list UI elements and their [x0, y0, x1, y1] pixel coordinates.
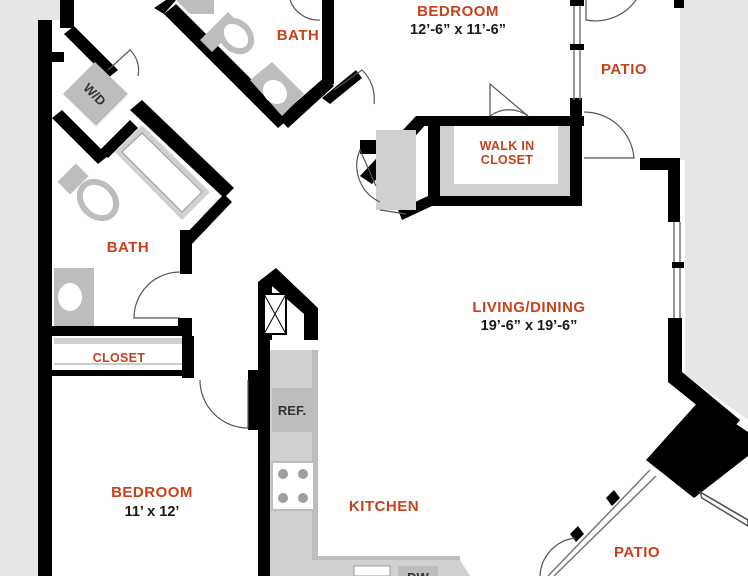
bath-top-name: BATH	[277, 27, 320, 44]
burner-4	[298, 493, 308, 503]
walk-in-closet-line1: WALK IN	[480, 139, 535, 153]
dishwasher-label: DW	[407, 570, 429, 576]
walk-in-closet-right-wall	[570, 98, 582, 206]
walk-in-closet-top-wall	[416, 116, 584, 126]
door-swing-patio-top-b	[585, 0, 637, 22]
bath-left-name: BATH	[107, 239, 150, 256]
toilet-left	[76, 178, 120, 222]
top-bath-door-wall	[322, 70, 362, 104]
bedroom-top-dimensions: 12’-6” x 11’-6”	[410, 22, 506, 38]
living-dining-name: LIVING/DINING	[472, 299, 585, 316]
top-bath-wall-a	[154, 0, 176, 14]
closet-name: CLOSET	[93, 351, 146, 365]
walk-in-closet-bottom-wall	[428, 196, 578, 206]
patio-top-floor	[577, 0, 680, 160]
tub-top	[176, 0, 214, 14]
doors	[107, 0, 637, 576]
burner-2	[298, 469, 308, 479]
patio-bottom-floor	[530, 492, 748, 576]
door-swing-patio-bottom	[539, 537, 576, 576]
right-wall-corner	[640, 158, 680, 222]
left-exterior-wall	[38, 20, 52, 576]
kitchen-name: KITCHEN	[349, 498, 419, 515]
laundry-wall-top	[64, 26, 118, 78]
room-labels: BEDROOM 12’-6” x 11’-6” BATH PATIO WALK …	[93, 3, 660, 561]
bedroom-bottom-dimensions: 11’ x 12’	[125, 504, 180, 520]
door-swing-left-bath	[133, 271, 181, 319]
small-wall-stub	[360, 140, 378, 154]
laundry-wall-diag	[52, 110, 108, 164]
left-bath-wall-c	[180, 230, 192, 274]
closet-bottom-wall	[52, 370, 194, 376]
bathtub-inner	[121, 132, 203, 213]
stove	[271, 461, 315, 511]
walls	[38, 0, 748, 576]
walk-in-shelf-bottom	[440, 184, 570, 196]
laundry-wall	[52, 52, 64, 62]
toilet-tank-left	[57, 163, 89, 195]
kitchen-sink	[353, 565, 391, 576]
closet-side-shelf	[376, 130, 416, 210]
door-swing-laundry	[107, 49, 140, 77]
closet-wall-right	[182, 336, 194, 378]
washer-dryer-box	[63, 62, 128, 126]
living-dining-dimensions: 19’-6” x 19’-6”	[481, 318, 578, 334]
door-swing-patio-top	[583, 111, 635, 159]
left-bath-wall-b	[182, 194, 232, 246]
door-swing-closet-b	[379, 209, 407, 215]
right-wall-top	[674, 0, 684, 8]
door-swing-closet-a	[356, 148, 381, 203]
bedroom-wall-stub	[248, 370, 260, 430]
walk-in-closet-line2: CLOSET	[481, 153, 534, 167]
sink-top	[262, 79, 288, 105]
toilet-top	[217, 17, 255, 55]
top-bath-wall-c	[278, 76, 334, 128]
door-swing-top-bath	[333, 69, 375, 105]
fixtures: W/D REF.	[54, 0, 570, 576]
refrigerator	[272, 388, 312, 432]
bedroom-kitchen-wall	[258, 336, 270, 576]
bedroom-top-name: BEDROOM	[417, 3, 499, 20]
top-bath-wall-b	[164, 4, 290, 128]
structural-column	[646, 400, 748, 498]
door-swing-walk-in	[489, 82, 529, 117]
walk-in-closet-left-wall	[428, 116, 440, 206]
closet-shelf	[54, 338, 182, 344]
patio-top-name: PATIO	[601, 61, 647, 78]
burner-1	[278, 469, 288, 479]
windows	[547, 0, 681, 576]
burner-3	[278, 493, 288, 503]
dishwasher	[398, 566, 438, 576]
top-left-wall-stub	[60, 0, 74, 28]
pantry-wall	[258, 268, 318, 340]
left-bath-wall	[130, 100, 234, 198]
door-swing-top-bedroom	[289, 0, 321, 21]
bedroom-bottom-name: BEDROOM	[111, 484, 193, 501]
walk-in-shelf-left	[440, 126, 454, 196]
walk-in-shelf-right	[558, 126, 570, 196]
left-bath-bottom-wall	[52, 326, 192, 336]
door-swing-walk-in-arc	[489, 109, 529, 117]
sink-left	[58, 283, 82, 311]
laundry-wall-diag2	[100, 120, 138, 158]
refrigerator-label: REF.	[278, 403, 306, 418]
patio-bottom-name: PATIO	[614, 544, 660, 561]
top-bath-wall-d	[322, 0, 334, 84]
left-bath-bottom-wall-b	[178, 318, 192, 336]
door-swing-left-bedroom	[199, 379, 249, 429]
